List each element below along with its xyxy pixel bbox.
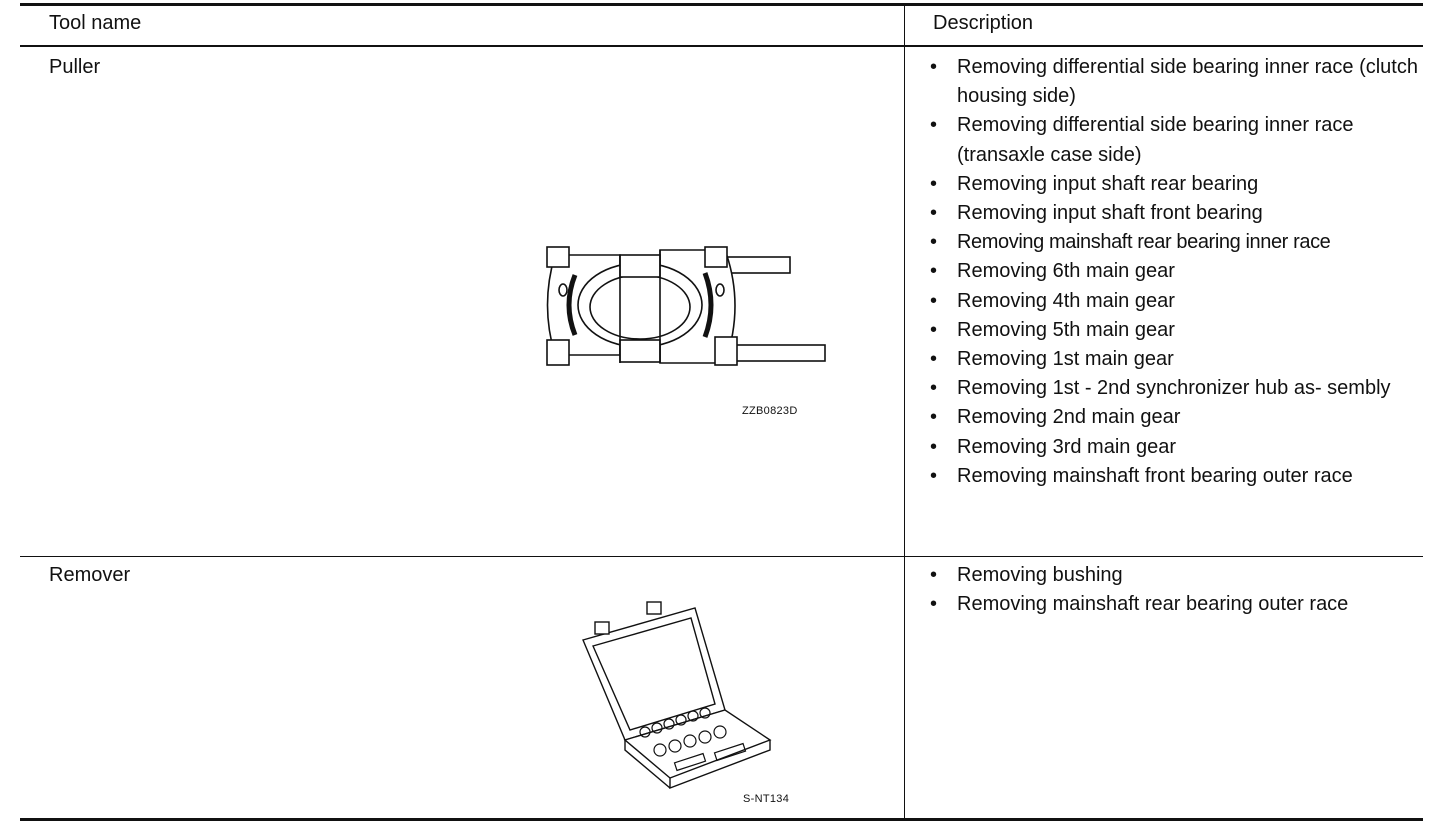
puller-description-list: Removing differential side bearing inner… bbox=[930, 53, 1420, 491]
puller-illustration bbox=[546, 246, 826, 366]
tool-name-puller: Puller bbox=[49, 56, 101, 78]
list-item: Removing mainshaft rear bearing inner ra… bbox=[930, 228, 1420, 257]
list-item: Removing 2nd main gear bbox=[930, 403, 1420, 432]
list-item: Removing differential side bearing inner… bbox=[930, 111, 1420, 169]
figure-code-remover: S-NT134 bbox=[743, 793, 790, 805]
list-item: Removing differential side bearing inner… bbox=[930, 53, 1420, 111]
tool-name-remover: Remover bbox=[49, 564, 131, 586]
remover-kit-illustration bbox=[582, 601, 772, 790]
list-item: Removing input shaft rear bearing bbox=[930, 170, 1420, 199]
row-divider bbox=[20, 556, 1423, 557]
list-item: Removing 5th main gear bbox=[930, 316, 1420, 345]
list-item: Removing 3rd main gear bbox=[930, 433, 1420, 462]
list-item: Removing bushing bbox=[930, 561, 1420, 590]
header-description: Description bbox=[933, 12, 1034, 34]
list-item: Removing 1st - 2nd synchronizer hub as- … bbox=[930, 374, 1420, 403]
figure-code-puller: ZZB0823D bbox=[742, 405, 798, 417]
column-divider bbox=[904, 6, 905, 818]
table-top-rule bbox=[20, 3, 1423, 6]
header-tool-name: Tool name bbox=[49, 12, 142, 34]
header-bottom-rule bbox=[20, 45, 1423, 47]
list-item: Removing 6th main gear bbox=[930, 257, 1420, 286]
list-item: Removing mainshaft front bearing outer r… bbox=[930, 462, 1420, 491]
remover-description-list: Removing bushing Removing mainshaft rear… bbox=[930, 561, 1420, 620]
list-item: Removing 4th main gear bbox=[930, 287, 1420, 316]
list-item: Removing mainshaft rear bearing outer ra… bbox=[930, 590, 1420, 619]
table-bottom-rule bbox=[20, 818, 1423, 821]
list-item: Removing 1st main gear bbox=[930, 345, 1420, 374]
list-item: Removing input shaft front bearing bbox=[930, 199, 1420, 228]
